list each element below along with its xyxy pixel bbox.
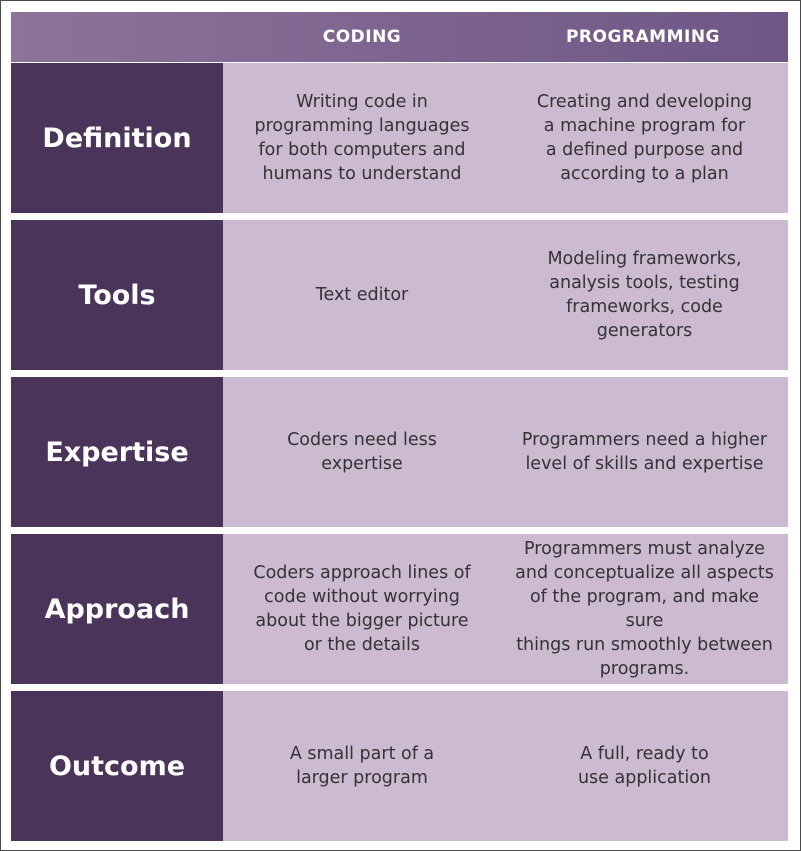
row-label: Expertise xyxy=(11,377,223,527)
programming-cell: A full, ready to use application xyxy=(501,691,788,841)
coding-cell: A small part of a larger program xyxy=(223,691,501,841)
programming-cell: Programmers must analyze and conceptuali… xyxy=(501,534,788,684)
row-label: Tools xyxy=(11,220,223,370)
programming-cell: Modeling frameworks, analysis tools, tes… xyxy=(501,220,788,370)
programming-cell-text: Programmers must analyze and conceptuali… xyxy=(515,539,774,679)
coding-cell-text: A small part of a larger program xyxy=(289,744,435,788)
programming-cell-text: Creating and developing a machine progra… xyxy=(536,92,753,184)
programming-cell: Programmers need a higher level of skill… xyxy=(501,377,788,527)
row-label: Approach xyxy=(11,534,223,684)
row-label: Definition xyxy=(11,63,223,213)
coding-cell: Writing code in programming languages fo… xyxy=(223,63,501,213)
coding-cell: Coders approach lines of code without wo… xyxy=(223,534,501,684)
coding-cell-text: Writing code in programming languages fo… xyxy=(254,92,470,184)
column-header-programming: PROGRAMMING xyxy=(565,27,721,47)
programming-cell-text: Modeling frameworks, analysis tools, tes… xyxy=(547,249,742,341)
table-row-tools: Tools Text editor Modeling frameworks, a… xyxy=(11,220,788,370)
programming-cell-text: Programmers need a higher level of skill… xyxy=(521,430,768,474)
table-row-expertise: Expertise Coders need less expertise Pro… xyxy=(11,377,788,527)
programming-cell-text: A full, ready to use application xyxy=(577,744,712,788)
table-row-approach: Approach Coders approach lines of code w… xyxy=(11,534,788,684)
table-row-outcome: Outcome A small part of a larger program… xyxy=(11,691,788,841)
coding-cell-text: Text editor xyxy=(315,285,409,305)
table-row-definition: Definition Writing code in programming l… xyxy=(11,63,788,213)
coding-cell-text: Coders approach lines of code without wo… xyxy=(253,563,471,655)
row-label: Outcome xyxy=(11,691,223,841)
coding-cell: Coders need less expertise xyxy=(223,377,501,527)
coding-cell: Text editor xyxy=(223,220,501,370)
programming-cell: Creating and developing a machine progra… xyxy=(501,63,788,213)
coding-cell-text: Coders need less expertise xyxy=(287,430,437,474)
column-header-coding: CODING xyxy=(322,27,402,47)
table-header: CODING PROGRAMMING xyxy=(11,12,788,62)
